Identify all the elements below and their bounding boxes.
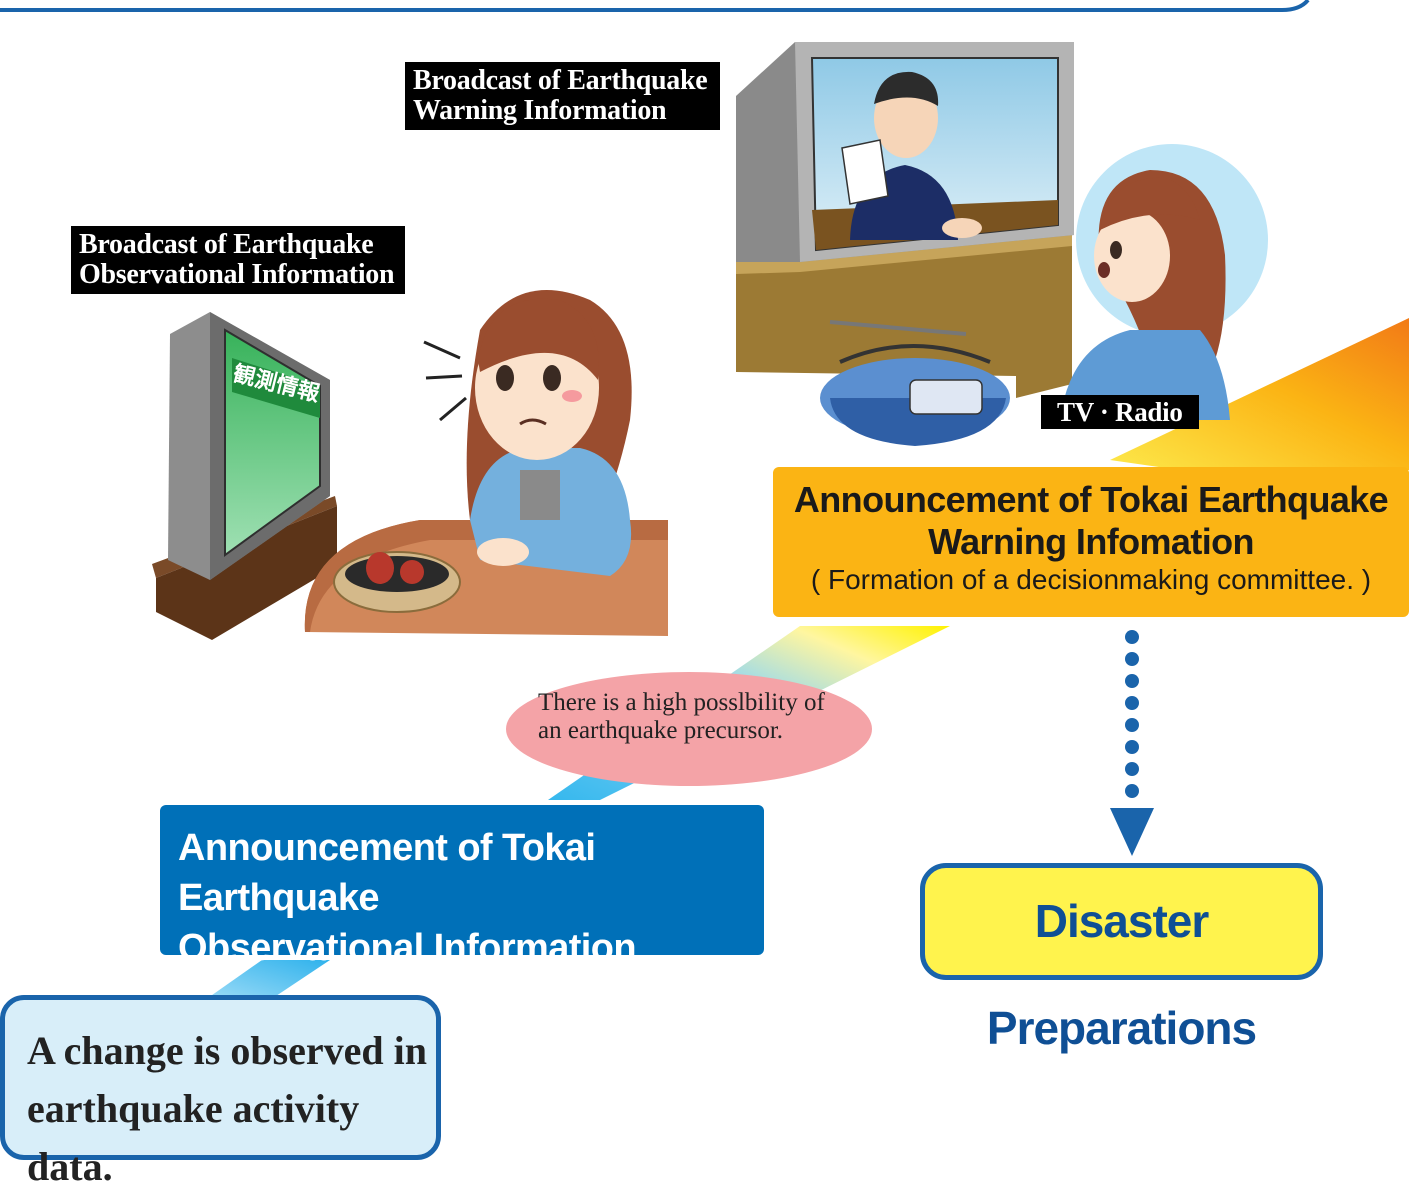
precursor-bubble: There is a high posslbility of an earthq… — [506, 672, 872, 786]
observational-title-line1: Announcement of Tokai Earthquake — [178, 827, 596, 919]
label-broadcast-warning: Broadcast of Earthquake Warning Informat… — [405, 62, 720, 130]
change-observed-box: A change is observed in earthquake activ… — [0, 995, 441, 1189]
observational-title-line2: Observational Information — [178, 927, 637, 969]
label-broadcast-observational: Broadcast of Earthquake Observational In… — [71, 226, 405, 294]
label-broadcast-warning-line2: Warning Information — [413, 95, 667, 126]
label-broadcast-observational-line2: Observational Information — [79, 259, 395, 290]
illustration: 観測情報 — [0, 0, 1409, 1000]
left-woman — [304, 290, 668, 636]
right-tv — [736, 42, 1074, 446]
warning-title-line2: Warning Infomation — [928, 521, 1254, 562]
warning-announcement-box: Announcement of Tokai Earthquake Warning… — [773, 467, 1409, 617]
label-tv-radio: TV · Radio — [1041, 395, 1199, 429]
dotted-arrow — [1110, 630, 1154, 856]
right-woman — [1060, 144, 1268, 420]
disaster-preparations-text: Disaster Preparations — [986, 895, 1257, 1054]
observational-announcement-box: Announcement of Tokai Earthquake Observa… — [160, 805, 764, 969]
left-tv: 観測情報 — [152, 312, 337, 640]
band-top — [1110, 318, 1409, 470]
label-broadcast-observational-line1: Broadcast of Earthquake — [79, 229, 374, 260]
warning-title-line1: Announcement of Tokai Earthquake — [793, 479, 1389, 520]
disaster-preparations-box: Disaster Preparations — [920, 863, 1323, 1054]
label-tv-radio-text: TV · Radio — [1057, 397, 1183, 427]
bubble-line2: an earthquake precursor. — [538, 717, 784, 744]
warning-subtitle: ( Formation of a decisionmaking committe… — [810, 564, 1372, 595]
change-observed-line2: earthquake activity data. — [27, 1086, 360, 1189]
band-low — [205, 960, 330, 1000]
change-observed-line1: A change is observed in — [27, 1028, 428, 1073]
top-frame — [0, 0, 1310, 12]
bubble-line1: There is a high posslbility of — [538, 689, 825, 716]
label-broadcast-warning-line1: Broadcast of Earthquake — [413, 65, 708, 96]
